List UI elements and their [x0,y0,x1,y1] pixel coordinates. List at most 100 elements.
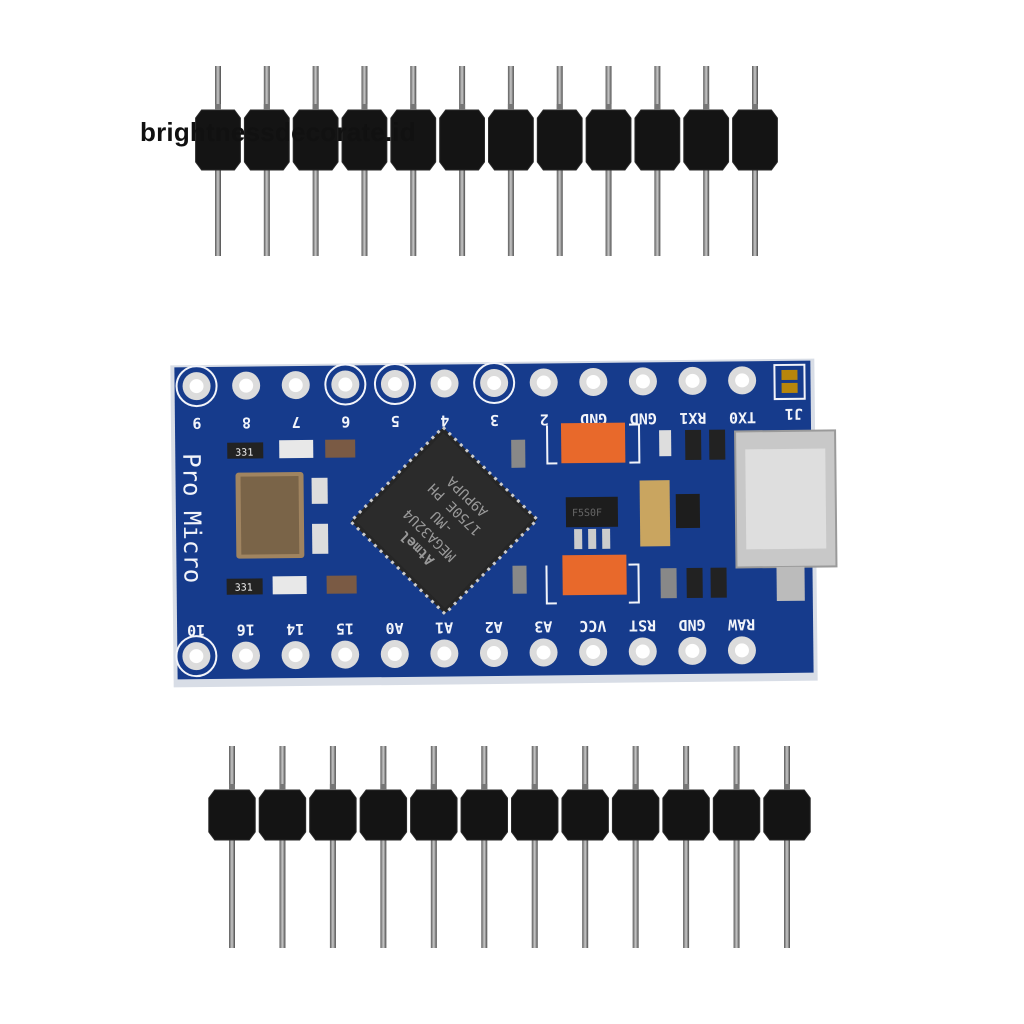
j1-pad [781,382,798,393]
pin-marker-ring [324,363,367,406]
top-pin-label: 5 [391,412,400,430]
atmega32u4-chip [348,425,540,616]
header-pin [481,746,488,948]
header-plastic-segment [511,789,559,841]
bottom-pin-label: 10 [187,621,205,639]
header-plastic-segment [712,789,761,841]
led [272,575,307,595]
crystal-top [240,476,300,555]
led [659,430,672,457]
header-plastic-segment [309,789,357,841]
top-pin-label: 3 [490,411,499,429]
pin-tip [531,784,538,790]
pin-tip [507,104,514,110]
header-pin [229,746,235,948]
header-pin [531,746,538,948]
header-pin [683,746,690,948]
pin-tip [263,104,270,110]
resistor [685,429,702,460]
pin-tip [329,784,336,790]
pin-hole [189,649,204,664]
resistor [709,429,726,460]
pin-marker-ring [175,365,218,408]
pin-tip [380,784,387,790]
j1-pad [781,369,798,380]
pin-tip [784,784,790,790]
pin-tip [582,784,589,790]
resistor-marking: 331 [235,583,253,594]
pin-tip [430,784,437,790]
bottom-pin-label: GND [678,616,705,634]
header-plastic-segment [732,109,778,171]
header-plastic-segment [536,109,583,171]
header-plastic-segment [763,789,811,841]
header-pin [430,746,437,948]
resistor-331 [226,578,263,595]
resistor-marking: 331 [235,448,253,459]
header-plastic-segment [488,109,534,171]
pin-hole [536,645,551,660]
header-pin [784,746,790,948]
j1-label: J1 [785,405,803,423]
pin-hole [288,378,303,393]
capacitor [326,575,357,594]
header-plastic-segment [359,789,408,841]
regulator-pin [602,528,611,549]
led [279,439,314,459]
header-plastic-segment [258,789,307,841]
regulator-marking: F5S0F [572,508,602,519]
top-pin-label: 2 [540,410,549,428]
pin-tip [229,784,235,790]
pin-tip [410,104,417,110]
pin-hole [486,646,501,661]
pin-tip [312,104,319,110]
top-pin-label: TX0 [729,408,756,426]
pin-tip [481,784,488,790]
usb-tab [776,566,805,602]
pin-hole [288,648,303,663]
cap-outline [545,563,640,605]
header-plastic-segment [208,789,256,841]
header-plastic-segment [634,109,681,171]
resistor [686,567,703,598]
header-plastic-segment [561,789,609,841]
bottom-pin-header [208,746,811,948]
pin-tip [279,784,286,790]
header-plastic-segment [243,109,290,171]
header-pin [632,746,639,948]
bottom-pin-label: VCC [579,617,606,635]
pin-hole [387,647,402,662]
top-pin-header [195,66,778,256]
pin-tip [361,104,368,110]
pin-hole [586,374,601,389]
header-plastic-segment [439,109,485,171]
board-name-label: Pro Micro [177,453,206,583]
header-plastic-segment [460,789,508,841]
pin-marker-ring [473,361,516,404]
j1-jumper-outline [773,363,806,401]
top-pin-label: 4 [440,411,449,429]
header-pin [279,746,286,948]
pin-hole [734,643,749,658]
top-pin-label: 8 [242,414,251,432]
bottom-pin-label: RST [629,616,656,634]
pin-hole [239,378,254,393]
pin-hole [238,648,253,663]
pin-tip [632,784,639,790]
top-pin-label: 7 [292,413,301,431]
header-pin [733,746,740,948]
header-plastic-segment [341,109,388,171]
bottom-pin-label: A3 [534,617,552,635]
voltage-regulator [565,496,619,528]
pin-tip [556,104,563,110]
header-pin [380,746,387,948]
pin-hole [338,647,353,662]
tantalum-capacitor [562,554,627,596]
pin-hole [536,375,551,390]
capacitor [325,439,356,458]
bottom-pin-label: A1 [435,618,453,636]
pin-tip [733,784,740,790]
pin-hole [635,644,650,659]
header-plastic-segment [662,789,710,841]
pin-tip [703,104,710,110]
